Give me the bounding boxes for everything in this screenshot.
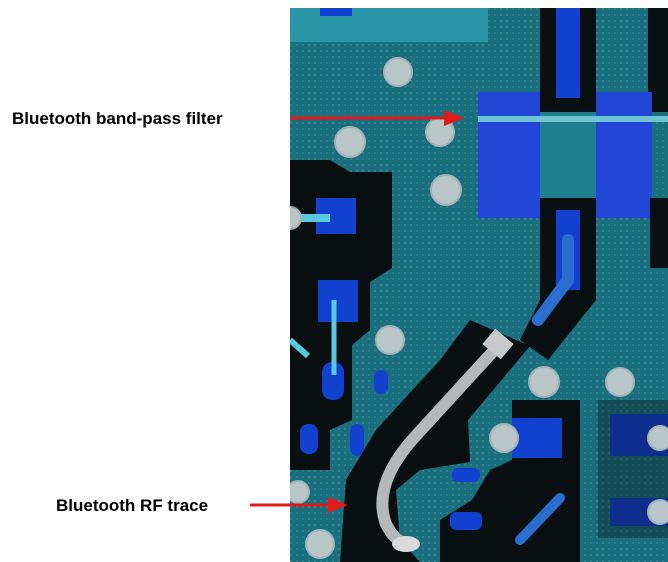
via (334, 126, 366, 158)
via (647, 425, 668, 451)
left-pad-2 (318, 280, 358, 322)
via (489, 423, 519, 453)
lower-trace (515, 493, 565, 545)
rf-trace-pad (482, 328, 514, 360)
left-pad-6 (300, 424, 318, 454)
keepout-channel-2 (648, 8, 668, 112)
via (430, 174, 462, 206)
left-pad-3 (322, 362, 344, 400)
via (383, 57, 413, 87)
lower-right-pad (512, 418, 562, 458)
rf-trace-label: Bluetooth RF trace (56, 496, 209, 515)
via (375, 325, 405, 355)
via (647, 499, 668, 525)
via (528, 366, 560, 398)
filter-pad-right (596, 92, 652, 218)
lower-pad-b (450, 512, 482, 530)
light-trace-2 (290, 337, 310, 359)
keepout-right (650, 198, 668, 268)
filter-label: Bluetooth band-pass filter (12, 109, 223, 128)
callout-arrow-trace (250, 497, 348, 513)
board-area (290, 8, 668, 562)
left-pad-5 (350, 424, 364, 456)
filter-down-trace (532, 234, 574, 326)
lower-pad-a (452, 468, 480, 482)
via (605, 367, 635, 397)
via (290, 480, 310, 504)
filter-center (540, 112, 596, 198)
channel-pad-1 (556, 8, 580, 98)
top-copper-region (290, 8, 488, 42)
via (305, 529, 335, 559)
top-pad-left (320, 8, 352, 16)
filter-pad-left (478, 92, 540, 218)
via (290, 206, 302, 230)
left-pad-4 (374, 370, 388, 394)
filter-line (478, 116, 668, 122)
rf-trace-end-pad (392, 536, 420, 552)
callout-arrow-filter (290, 110, 464, 126)
via-group (290, 57, 668, 559)
